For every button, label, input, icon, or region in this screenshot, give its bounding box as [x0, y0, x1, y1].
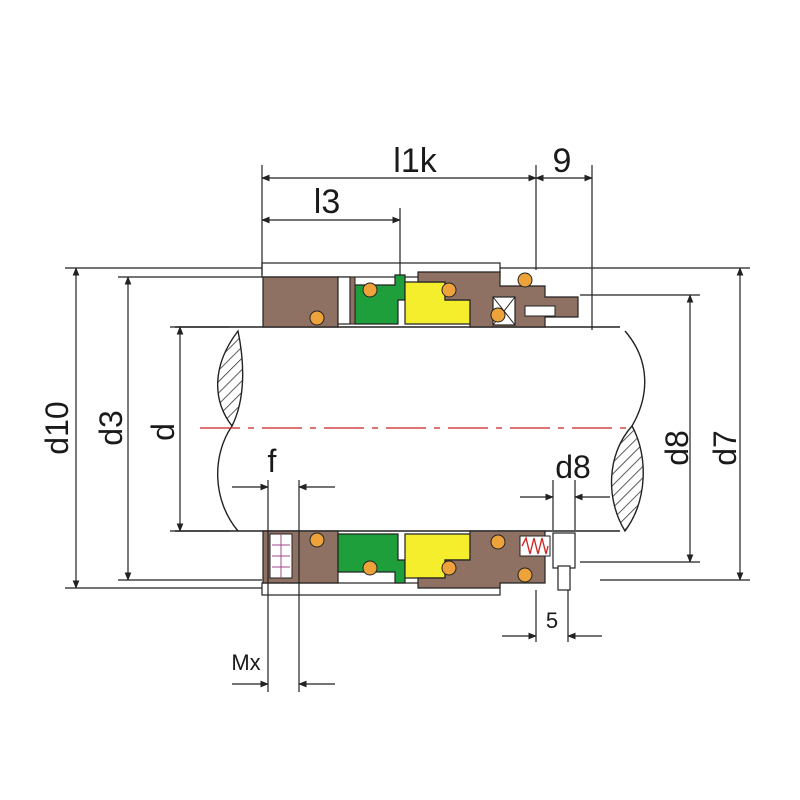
label-5: 5: [546, 608, 558, 633]
drive-pin-top: [524, 305, 556, 317]
label-f: f: [268, 443, 277, 479]
label-mx: Mx: [231, 650, 260, 675]
o-ring-icon: [441, 560, 457, 576]
o-ring-icon: [517, 567, 533, 583]
label-d7: d7: [707, 430, 743, 466]
label-d3: d3: [93, 410, 129, 446]
rotating-housing-top: [262, 276, 339, 328]
o-ring-icon: [362, 282, 378, 298]
label-d8-small: d8: [555, 449, 591, 485]
seal-section-top: [261, 262, 579, 328]
label-d10: d10: [39, 401, 75, 454]
shaft-break-right: [610, 424, 644, 533]
label-d: d: [145, 423, 181, 441]
set-screw-bottom-right: [552, 532, 576, 569]
o-ring-icon: [517, 272, 533, 288]
label-9: 9: [553, 142, 572, 180]
o-ring-icon: [490, 534, 506, 550]
o-ring-icon: [441, 282, 457, 298]
seal-section-bottom: [261, 530, 576, 596]
label-l3: l3: [314, 183, 340, 221]
seal-face-green-top: [354, 274, 406, 325]
o-ring-icon: [309, 310, 325, 326]
o-ring-icon: [362, 560, 378, 576]
seal-face-green-bottom: [337, 533, 406, 584]
label-l1k: l1k: [393, 142, 437, 180]
o-ring-icon: [309, 532, 325, 548]
label-d8-right: d8: [659, 430, 695, 466]
o-ring-icon: [490, 307, 506, 323]
shaft-break-left: [216, 329, 244, 428]
shaft: [175, 326, 646, 533]
dimension-lines: [72, 174, 744, 688]
